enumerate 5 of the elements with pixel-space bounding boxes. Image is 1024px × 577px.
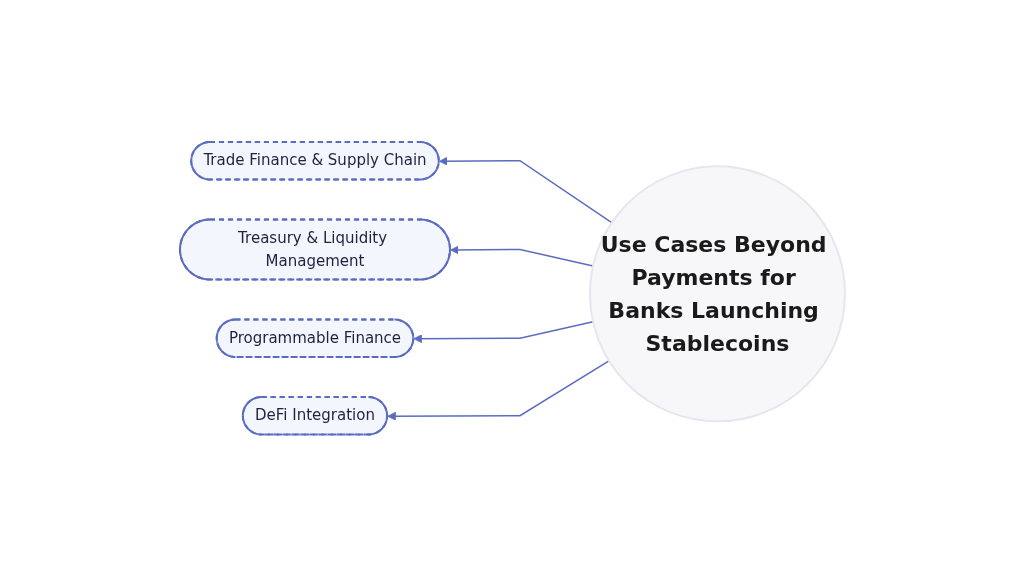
arrow <box>449 245 594 267</box>
arrow <box>412 321 594 344</box>
node-circle: Use Cases Beyond Payments for Banks Launching Stablecoins <box>588 165 846 423</box>
arrow <box>386 360 610 421</box>
arrow <box>438 157 612 224</box>
